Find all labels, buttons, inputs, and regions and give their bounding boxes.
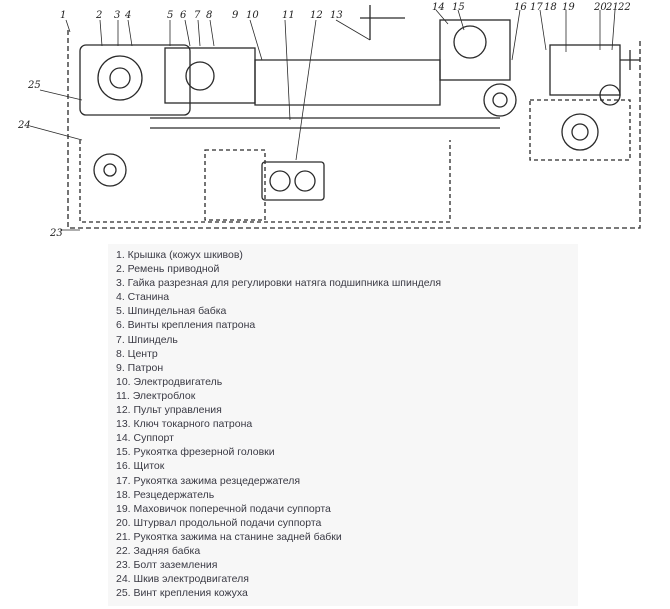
callout-label: 4 [124,10,131,21]
callout-label: 7 [194,10,201,21]
callout-label: 15 [452,2,465,13]
legend-item: 25. Винт крепления кожуха [116,587,248,600]
control-panel [261,161,325,201]
legend-item: 23. Болт заземления [116,559,218,572]
lathe-drawing: 1 2 3 4 5 6 7 8 9 10 11 12 13 14 15 16 1… [17,2,641,239]
callout-label: 14 [432,2,445,13]
carriage [439,19,511,81]
legend-item: 1. Крышка (кожух шкивов) [116,249,243,261]
legend-item: 9. Патрон [116,361,164,374]
legend-item: 15. Рукоятка фрезерной головки [116,446,275,459]
legend-item: 12. Пульт управления [116,404,222,417]
legend-item: 18. Резцедержатель [116,488,215,501]
callout-label: 17 [530,2,543,13]
legend-item: 13. Ключ токарного патрона [116,418,253,431]
legend-item: 10. Электродвигатель [116,375,223,388]
legend-item: 6. Винты крепления патрона [116,319,256,332]
tailstock [549,44,621,96]
callout-label: 1 [60,10,66,21]
machine-frame [67,30,641,229]
base-cabinet [79,140,451,223]
legend-item: 4. Станина [116,291,170,304]
callout-label: 2 [95,10,102,21]
motor-pulley [93,153,127,187]
legend-item: 2. Ремень приводной [116,263,220,276]
legend-item: 8. Центр [116,347,158,360]
cabinet-door [204,149,266,221]
legend-item: 16. Щиток [116,460,165,473]
legend-list: 1. Крышка (кожух шкивов) 2. Ремень приво… [116,248,578,600]
legend-item: 3. Гайка разрезная для регулировки натяг… [116,277,442,290]
callout-label: 25 [27,80,41,91]
legend-item: 22. Задняя бабка [116,544,201,557]
parts-legend: 1. Крышка (кожух шкивов) 2. Ремень приво… [108,244,578,606]
belt-cover [79,44,191,116]
legend-item: 17. Рукоятка зажима резцедержателя [116,474,301,487]
callout-label: 20 [593,2,607,13]
legend-item: 24. Шкив электродвигателя [116,573,249,586]
legend-item: 20. Штурвал продольной подачи суппорта [116,516,322,529]
callout-label: 16 [514,2,527,13]
callout-label: 24 [17,120,31,131]
callout-label: 8 [206,10,212,21]
callout-label: 23 [49,228,63,239]
callout-label: 3 [114,10,120,21]
callout-labels: 1 2 3 4 5 6 7 8 9 10 11 12 13 14 15 16 1… [17,2,631,239]
callout-label: 13 [330,10,343,21]
legend-item: 19. Маховичок поперечной подачи суппорта [116,502,331,515]
legend-item: 11. Электроблок [116,389,196,402]
bed [150,117,500,129]
callout-label: 10 [246,10,259,21]
callout-label: 5 [167,10,173,21]
callout-label: 18 [544,2,557,13]
legend-item: 21. Рукоятка зажима на станине задней ба… [116,530,342,543]
callout-label: 9 [232,10,239,21]
callout-label: 11 [282,10,295,21]
headstock [164,47,256,104]
legend-item: 7. Шпиндель [116,333,178,346]
callout-label: 19 [562,2,575,13]
callout-label: 21 [605,2,619,13]
callout-label: 22 [617,2,631,13]
callout-label: 12 [310,10,323,21]
legend-item: 5. Шпиндельная бабка [116,305,227,318]
callout-label: 6 [180,10,187,21]
legend-item: 14. Суппорт [116,432,174,445]
